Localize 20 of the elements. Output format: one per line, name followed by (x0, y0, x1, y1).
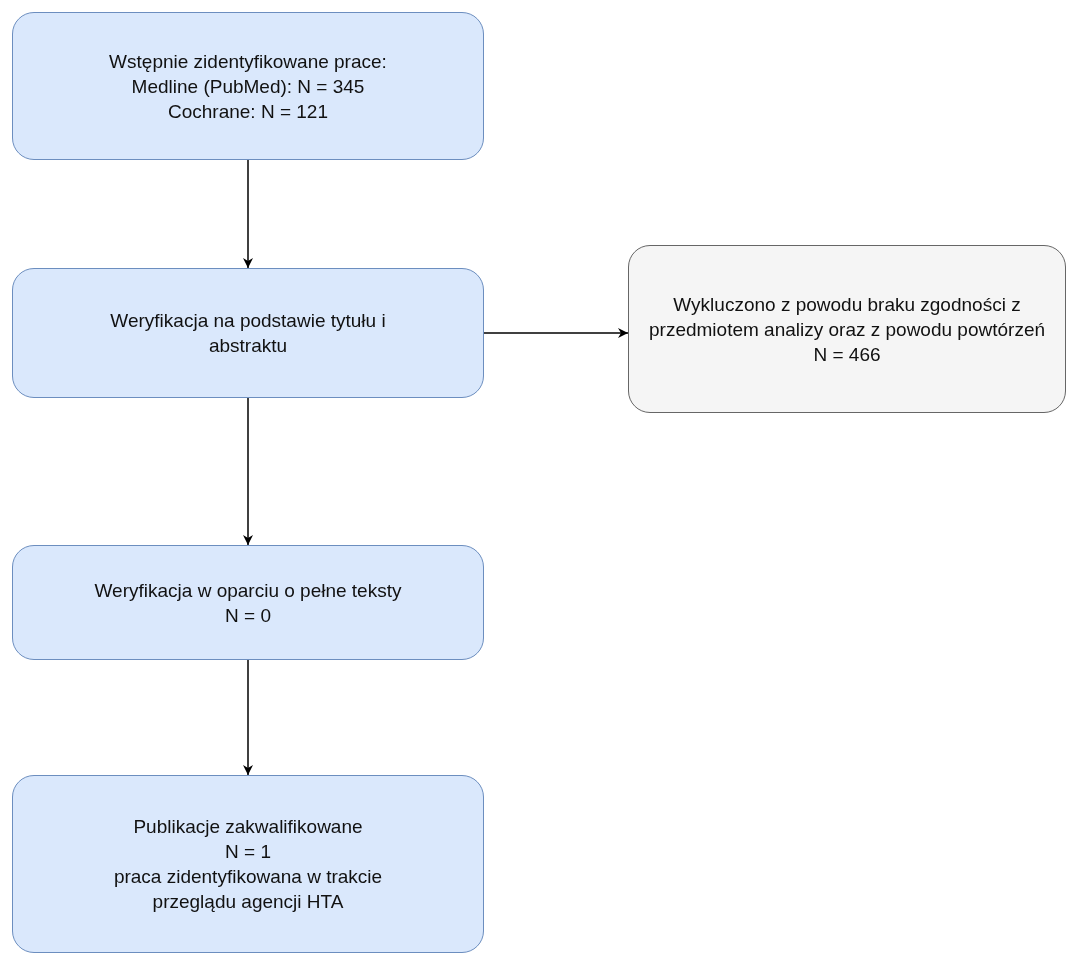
included-box (12, 775, 484, 953)
search-sources-box (12, 12, 484, 160)
full-text-box (12, 545, 484, 660)
box-text: Weryfikacja na podstawie tytułu i abstraktu (109, 309, 387, 358)
box-text: N = 0 (225, 603, 271, 628)
arrow (243, 397, 253, 546)
box-text: Medline (PubMed): N = 345 (131, 74, 365, 99)
arrow (243, 159, 253, 269)
box-text: Publikacje zakwalifikowane (133, 815, 363, 839)
exclusion-box (628, 245, 1066, 413)
box-text: Cochrane: N = 121 (168, 99, 328, 124)
box-text: Weryfikacja w oparciu o pełne teksty (94, 578, 402, 603)
box-text: N = 466 (813, 342, 881, 367)
box-text: praca zidentyfikowana w trakcie przeglądu agencji HTA (112, 865, 384, 914)
arrow (243, 659, 253, 776)
box-text: N = 1 (225, 840, 271, 864)
box-text: Wykluczono z powodu braku zgodności z przedmiotem analizy oraz z powodu powtórzeń (648, 292, 1046, 342)
arrow (483, 328, 629, 338)
box-text: Wstępnie zidentyfikowane prace: (109, 49, 387, 74)
screening-box (12, 268, 484, 398)
